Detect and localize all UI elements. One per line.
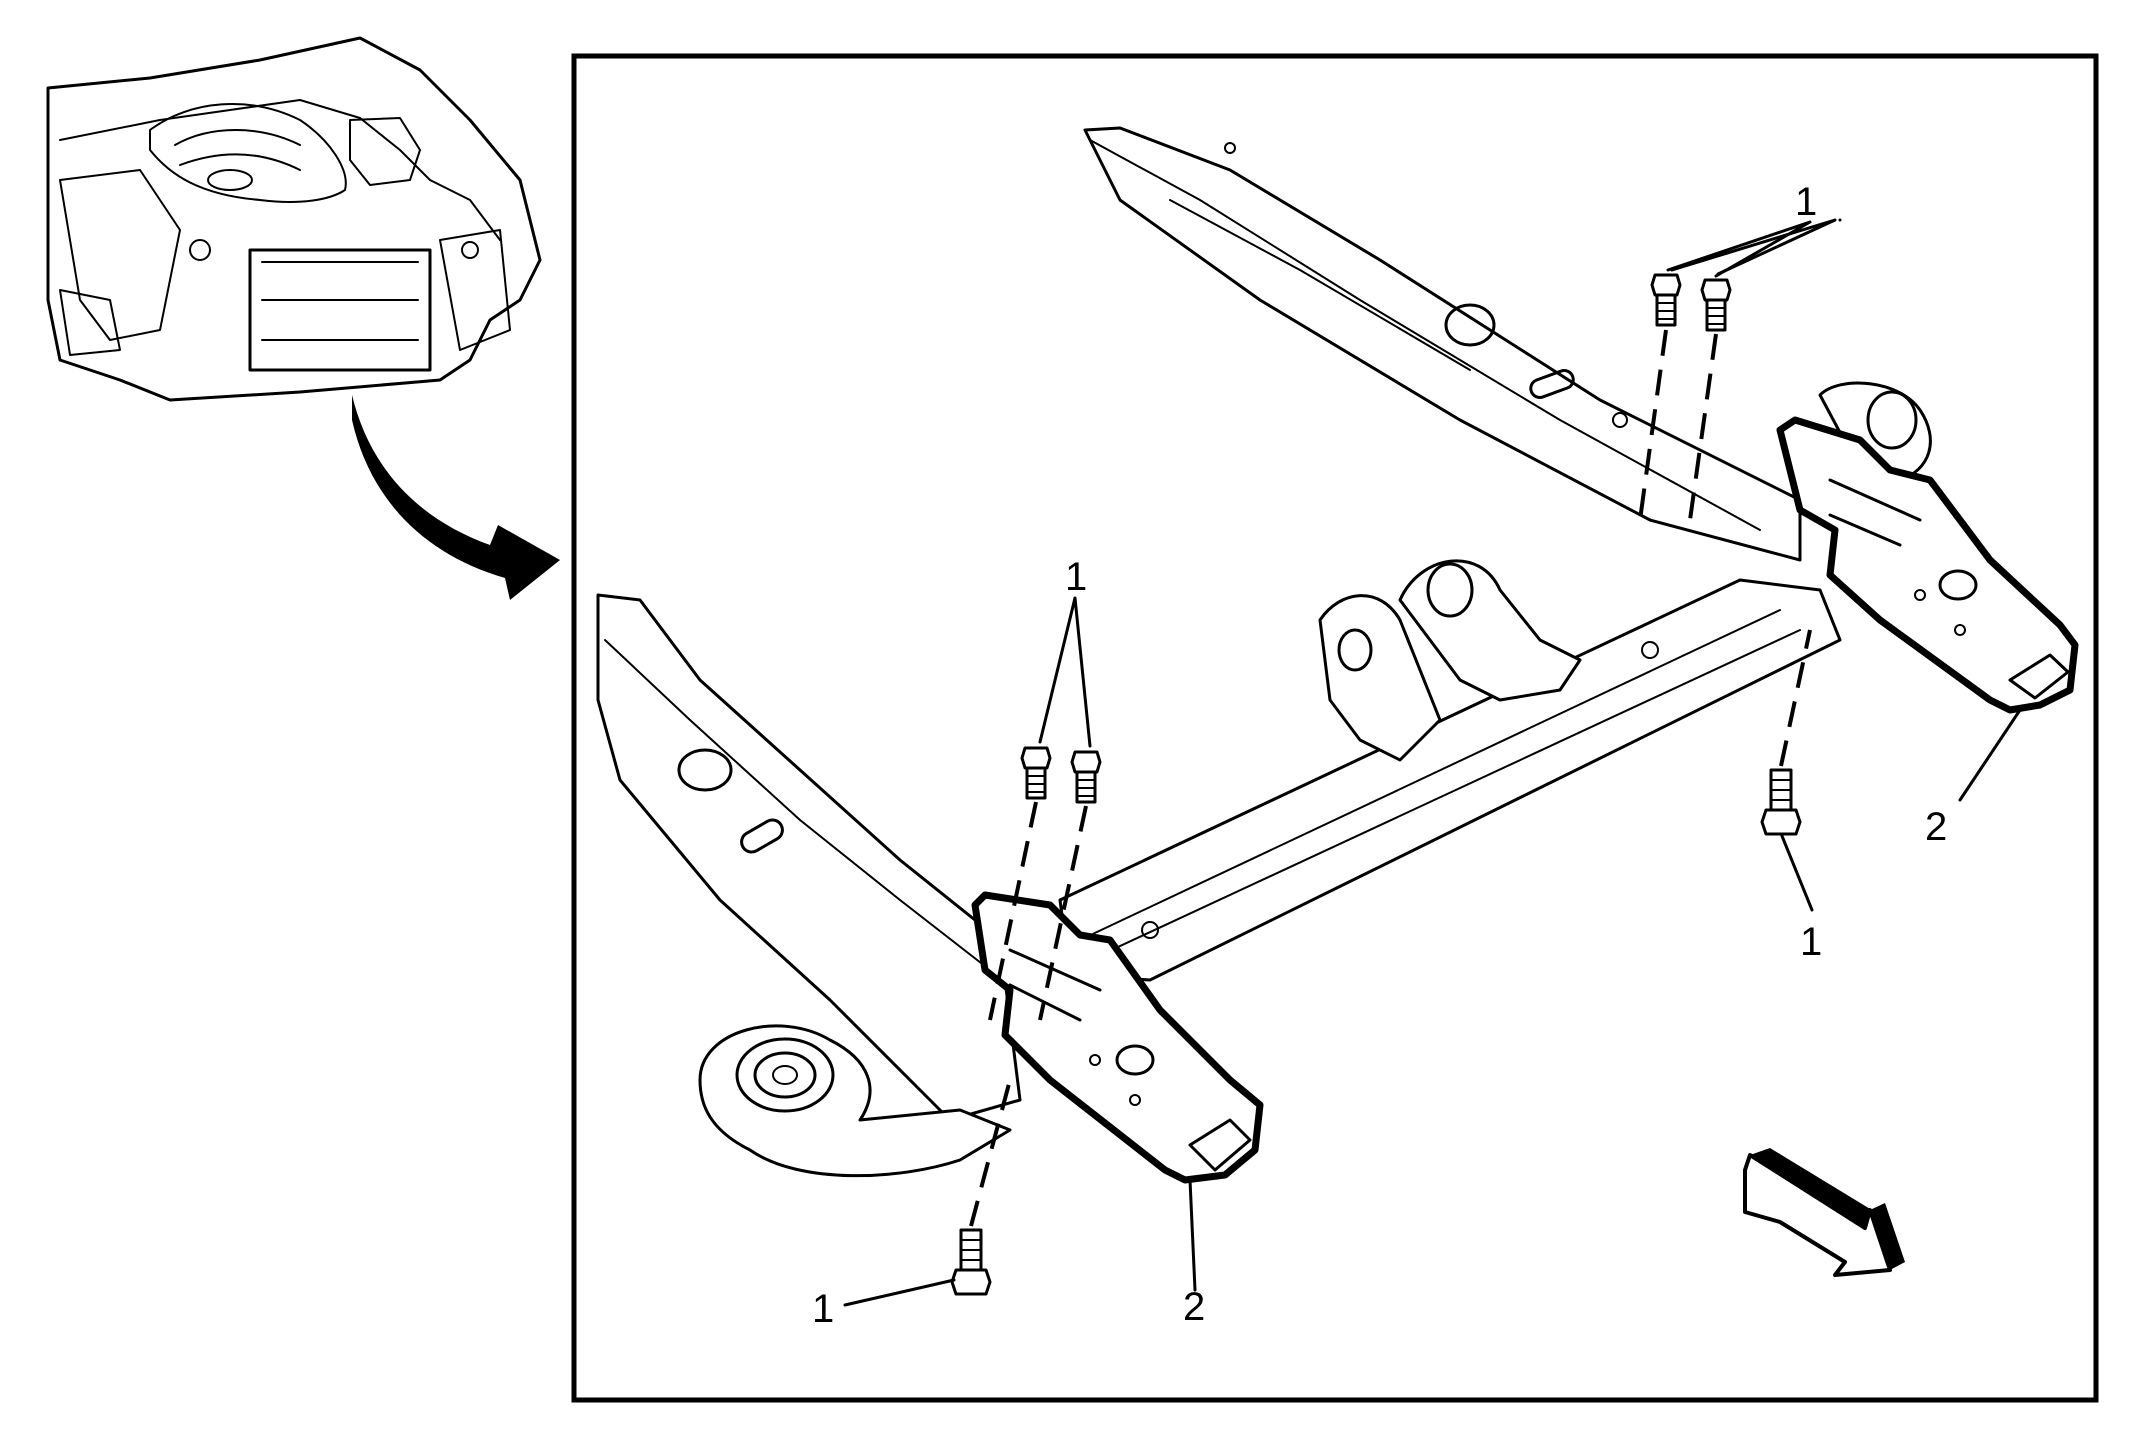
subframe-assembly (596, 126, 1932, 1178)
bolt-upper-left-a (1020, 746, 1052, 800)
bracket-left (971, 891, 1264, 1184)
bolt-upper-right-a (1650, 273, 1682, 327)
callout-bolts-upper-left: 1 (1065, 555, 1087, 599)
installation-lines (969, 329, 1812, 1227)
callout-bracket-left: 2 (1183, 1285, 1205, 1329)
bolt-upper-right-b (1700, 278, 1732, 332)
callout-bolts-upper-right: 1 (1795, 180, 1817, 224)
detail-frame (571, 53, 2099, 1403)
callout-bolt-lower-right: 1 (1800, 920, 1822, 964)
direction-arrow-icon (1743, 1148, 1905, 1277)
bracket-right (1776, 416, 2079, 714)
leader-lines (843, 218, 2022, 1307)
bolt-lower-left (950, 1228, 992, 1296)
callout-bolt-lower-left: 1 (812, 1287, 834, 1331)
callout-bracket-right: 2 (1925, 805, 1947, 849)
bolt-lower-right (1760, 768, 1802, 836)
curved-arrow-icon (352, 395, 560, 600)
bolt-upper-left-b (1070, 750, 1102, 804)
vehicle-front-icon (46, 36, 542, 402)
